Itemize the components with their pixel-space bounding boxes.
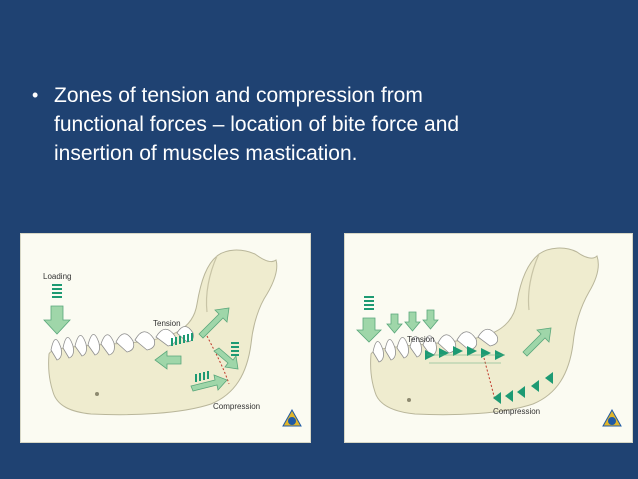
mandible-diagram-left: Loading Tension Compression — [43, 249, 302, 427]
mandible-diagram-right: Tension Compression — [356, 247, 622, 427]
bite-force-hatches — [364, 296, 374, 310]
force-arrows — [154, 307, 239, 392]
tension-label: Tension — [407, 335, 435, 344]
loading-label: Loading — [43, 272, 71, 281]
tension-lines — [427, 354, 505, 364]
bullet-line-3: insertion of muscles mastication. — [54, 142, 358, 165]
stress-hatches — [171, 333, 239, 382]
coronoid-process — [527, 253, 540, 311]
compression-triangles — [493, 372, 553, 404]
coronoid-process — [205, 255, 218, 313]
tension-label: Tension — [153, 319, 181, 328]
figure-left-mandible-loading: Loading Tension Compression — [20, 233, 311, 443]
publisher-logo — [602, 408, 622, 427]
mental-foramen — [95, 392, 99, 396]
publisher-logo — [282, 408, 302, 427]
stress-line — [206, 335, 230, 385]
teeth-row — [50, 326, 194, 361]
figure-right-mandible-forces: Tension Compression — [344, 233, 633, 443]
mental-foramen — [407, 398, 411, 402]
mandible-bone — [48, 249, 278, 416]
teeth-row — [372, 328, 499, 363]
loading-arrow — [43, 284, 71, 335]
tension-triangles — [425, 346, 505, 360]
bullet-line-1: Zones of tension and compression from — [54, 84, 423, 107]
bullet-text: Zones of tension and compression from fu… — [54, 81, 459, 168]
force-arrows — [522, 327, 552, 357]
bullet-dot: • — [32, 85, 39, 105]
compression-label: Compression — [213, 402, 260, 411]
mandible-bone — [370, 247, 599, 416]
compression-label: Compression — [493, 407, 540, 416]
bite-force-arrows — [356, 309, 439, 343]
bullet-line-2: functional forces – location of bite for… — [54, 113, 460, 136]
